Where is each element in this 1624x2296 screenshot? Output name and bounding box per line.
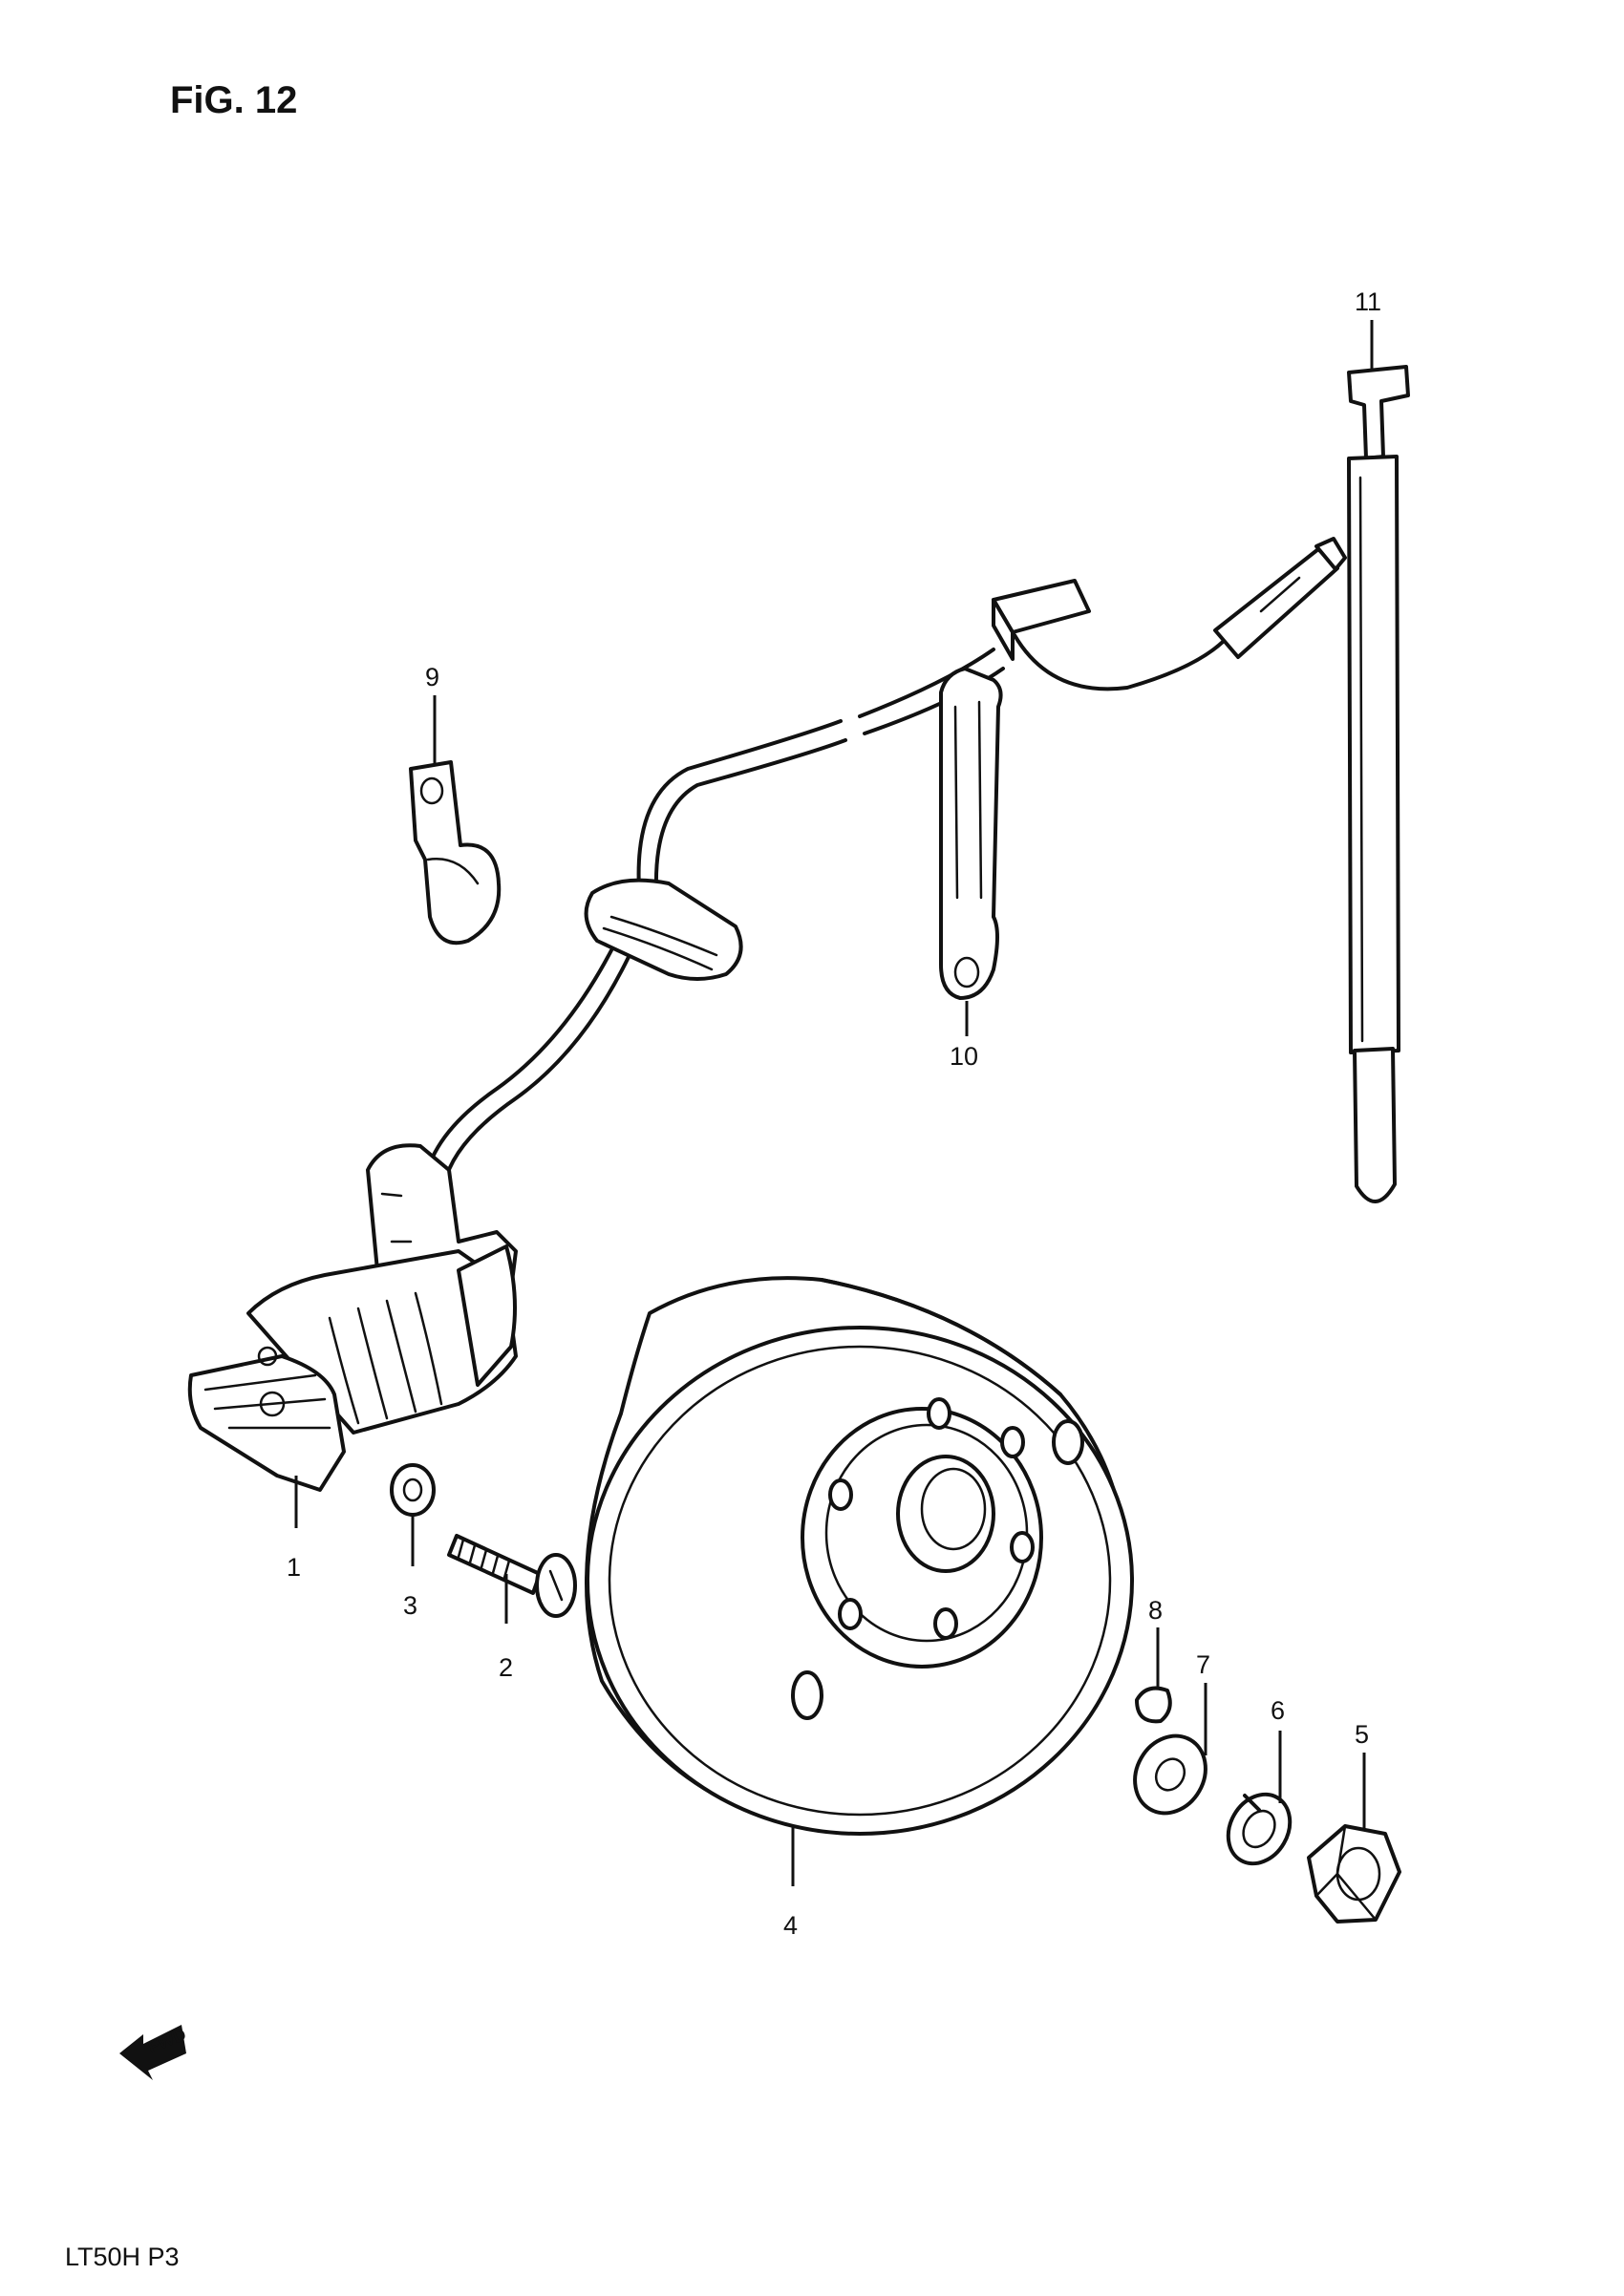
washer-3 [390,1463,436,1517]
plain-washer-7 [1133,1733,1207,1816]
callout-10: 10 [950,1042,978,1071]
fwd-direction-arrow: FWD [119,2025,188,2080]
screw-2 [447,1534,577,1618]
callout-5: 5 [1355,1720,1369,1749]
callout-7: 7 [1196,1650,1210,1679]
wiring-harness [636,537,1347,909]
stator-coil-assembly [187,1143,518,1492]
hex-nut-5 [1307,1824,1401,1924]
callout-4: 4 [783,1911,798,1940]
woodruff-key-8 [1135,1686,1172,1724]
callout-1: 1 [287,1553,301,1582]
flywheel-rotor [585,1276,1134,1836]
grommet [584,878,743,981]
callout-9: 9 [425,663,439,691]
callout-6: 6 [1271,1696,1285,1725]
callout-2: 2 [499,1653,513,1682]
callout-8: 8 [1148,1596,1163,1625]
wire-clamp-9 [409,760,502,946]
footer-model-code: LT50H P3 [65,2243,180,2271]
callout-3: 3 [403,1591,417,1620]
band-clamp-strap [1347,365,1410,1203]
lock-washer-6 [1226,1792,1293,1866]
leader-lines [294,320,1374,1886]
figure-title: FiG. 12 [170,79,297,121]
wire-clamp-10 [939,667,1003,1000]
stator-lead-wire [423,948,630,1186]
callout-11: 11 [1355,287,1381,316]
